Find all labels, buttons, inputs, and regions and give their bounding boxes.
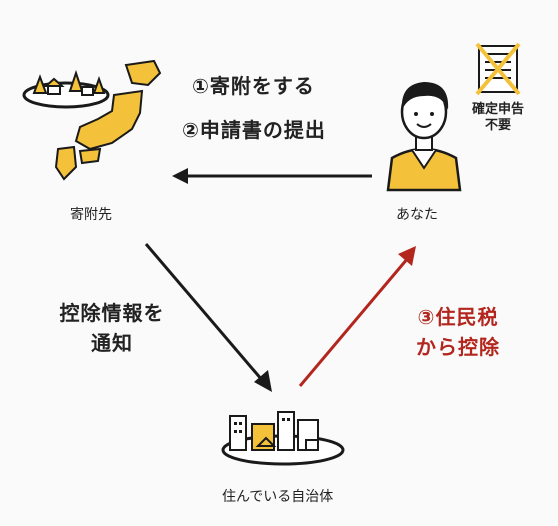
tax-arrowhead — [398, 246, 416, 266]
step2-label: ②申請書の提出 — [182, 118, 326, 142]
notify-arrow — [144, 243, 264, 381]
donation-target-label: 寄附先 — [70, 207, 112, 223]
notify-arrowhead — [254, 370, 272, 392]
tax-deduction-line2: から控除 — [416, 335, 500, 359]
you-label: あなた — [396, 207, 438, 223]
municipality-label: 住んでいる自治体 — [222, 489, 334, 505]
no-tax-return-badge: 確定申告 不要 — [462, 102, 534, 134]
notify-label-line2: 通知 — [91, 331, 133, 355]
person-icon — [386, 82, 462, 192]
no-tax-return-line1: 確定申告 — [471, 102, 524, 117]
tax-arrow — [298, 257, 410, 387]
town-icon — [221, 411, 345, 466]
japan-map-icon — [22, 59, 162, 181]
no-tax-return-line2: 不要 — [484, 118, 511, 133]
tax-deduction-line1: ③住民税 — [417, 305, 499, 329]
tax-deduction-label: ③住民税 から控除 — [398, 302, 518, 362]
step1-label: ①寄附をする — [192, 74, 315, 98]
submit-arrowhead — [172, 168, 188, 184]
tax-form-crossed-icon — [475, 42, 521, 96]
notify-label: 控除情報を 通知 — [52, 298, 172, 358]
notify-label-line1: 控除情報を — [59, 301, 165, 325]
